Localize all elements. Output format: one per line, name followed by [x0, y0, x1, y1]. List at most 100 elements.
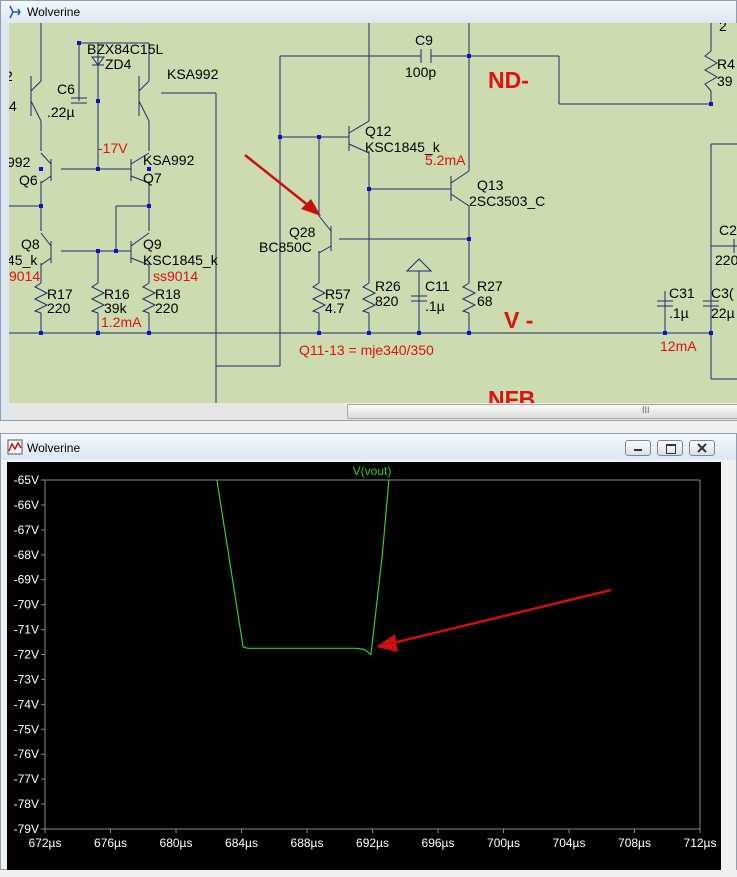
q9-alt-label: ss9014 [153, 268, 198, 284]
data-point [242, 646, 244, 648]
q-left-top-num: 2 [9, 68, 13, 84]
q-left-top-num2: 4 [9, 98, 17, 114]
plot-window-title: Wolverine [27, 441, 81, 455]
r16-value-label: 39k [104, 300, 128, 316]
nfb-label: NFB [488, 386, 535, 403]
x-tick-label: 704µs [553, 836, 586, 850]
scroll-grip: III [642, 405, 650, 415]
data-point [388, 479, 390, 481]
x-tick-label: 708µs [618, 836, 651, 850]
r27-name-label: R27 [477, 278, 503, 294]
y-tick-label: -65V [14, 473, 39, 487]
trace-label[interactable]: V(vout) [353, 464, 392, 478]
q28-part-label: BC850C [259, 239, 312, 255]
schematic-window-title: Wolverine [27, 5, 81, 19]
x-tick-label: 700µs [487, 836, 520, 850]
r17-value-label: 220 [47, 300, 71, 316]
v-minus-label: V - [504, 307, 533, 333]
q6-name-label: Q6 [19, 172, 38, 188]
x-tick-label: 680µs [160, 836, 193, 850]
r17-name-label: R17 [47, 286, 73, 302]
c3x-value-label: 22µ [711, 305, 735, 321]
q13-name-label: Q13 [477, 177, 504, 193]
y-tick-label: -72V [14, 648, 39, 662]
schematic-left-edge [1, 23, 9, 420]
r27-value-label: 68 [477, 293, 493, 309]
x-tick-label: 712µs [684, 836, 717, 850]
y-tick-label: -78V [14, 797, 39, 811]
r16-current-label: 1.2mA [101, 314, 142, 330]
waveform-icon [7, 439, 23, 455]
c11-value-label: .1µ [425, 298, 445, 314]
close-button[interactable] [689, 440, 715, 456]
q8-alt-label: 9014 [9, 268, 40, 284]
y-tick-label: -76V [14, 747, 39, 761]
q7-part-label: KSA992 [143, 152, 195, 168]
r57-name-label: R57 [325, 286, 351, 302]
q5-part-label: KSA992 [167, 66, 219, 82]
x-tick-label: 688µs [291, 836, 324, 850]
x-tick-label: 684µs [225, 836, 258, 850]
r26-name-label: R26 [375, 278, 401, 294]
x-tick-label: 672µs [29, 836, 62, 850]
q12-current-label: 5.2mA [425, 152, 466, 168]
r57-value-label: 4.7 [325, 300, 345, 316]
c31-value-label: .1µ [669, 305, 689, 321]
maximize-icon [666, 444, 676, 454]
q9-part-label: KSC1845_k [143, 252, 219, 268]
current-12ma-label: 12mA [660, 338, 697, 354]
q7-name-label: Q7 [143, 170, 162, 186]
data-point [381, 554, 383, 556]
x-tick-label: 692µs [356, 836, 389, 850]
schematic-window: Wolverine [0, 0, 737, 421]
y-tick-label: -70V [14, 598, 39, 612]
q8-part-label: 45_k [9, 252, 38, 268]
y-tick-label: -68V [14, 548, 39, 562]
data-point [363, 648, 365, 651]
q9-name-label: Q9 [143, 236, 162, 252]
c31-name-label: C31 [669, 285, 695, 301]
q12-name-label: Q12 [365, 123, 392, 139]
x-tick-label: 696µs [422, 836, 455, 850]
waveform-plot[interactable]: V(vout) -65V -66V -67V -68V -69V -70V -71V -72V… [7, 462, 721, 870]
c6-value-label: .22µ [47, 104, 75, 120]
q8-name-label: Q8 [21, 236, 40, 252]
annotation-arrow-q28 [244, 154, 321, 216]
y-tick-label: -69V [14, 573, 39, 587]
zd4-name-label: ZD4 [105, 56, 132, 72]
schematic-scroll-thumb[interactable]: III [347, 404, 737, 419]
y-tick-label: -75V [14, 722, 39, 736]
schematic-horizontal-scrollbar[interactable]: III [9, 403, 737, 420]
maximize-button[interactable] [657, 440, 683, 456]
plot-title-bar[interactable]: Wolverine [1, 434, 736, 460]
schematic-title-bar[interactable]: Wolverine [1, 1, 736, 23]
y-tick-label: -67V [14, 523, 39, 537]
r18-value-label: 220 [155, 300, 179, 316]
c9-value-label: 100p [405, 64, 436, 80]
r18-name-label: R18 [155, 286, 181, 302]
data-point [216, 479, 218, 481]
data-point [247, 647, 249, 649]
c11-name-label: C11 [425, 278, 450, 294]
x-tick-label: 676µs [94, 836, 127, 850]
zd4-part-label: BZX84C15L [87, 41, 163, 57]
y-tick-label: -66V [14, 498, 39, 512]
data-point [370, 653, 372, 656]
schematic-canvas[interactable]: BZX84C15L ZD4 2 4 C6 .22µ KSA992 992 Q6 … [9, 23, 737, 403]
q28-name-label: Q28 [289, 224, 316, 240]
y-tick-label: -79V [14, 822, 39, 836]
minimize-button[interactable] [625, 440, 651, 456]
q12-part-label: KSC1845_k [365, 139, 441, 155]
y-tick-label: -71V [14, 623, 39, 637]
v-neg17-label: -17V [98, 140, 128, 156]
q11-13-note-label: Q11-13 = mje340/350 [299, 342, 434, 358]
minimize-icon [634, 449, 642, 451]
r4x-value-label: 39 [717, 73, 733, 89]
y-tick-label: -77V [14, 772, 39, 786]
close-icon [697, 443, 707, 453]
q13-part-label: 2SC3503_C [469, 193, 545, 209]
y-tick-label: -74V [14, 697, 39, 711]
c9-name-label: C9 [415, 32, 433, 48]
r26-value-label: 820 [375, 293, 399, 309]
c2x-name-label: C2 [719, 222, 737, 238]
